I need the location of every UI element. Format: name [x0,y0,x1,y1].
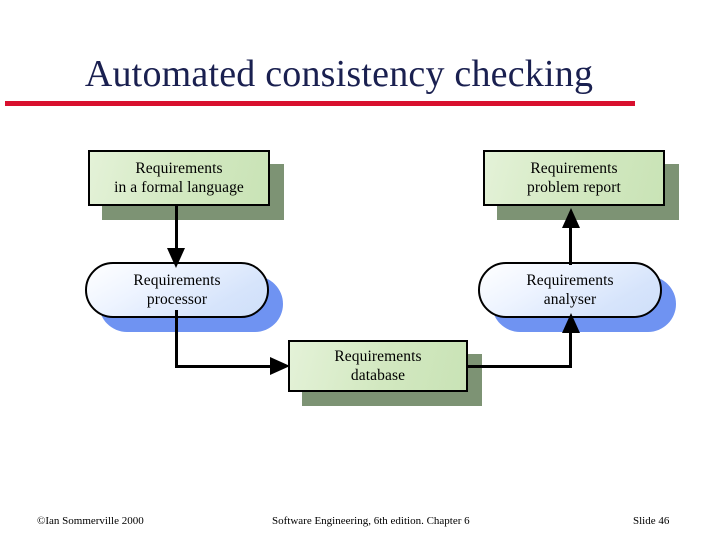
node-body: Requirements in a formal language [88,150,270,206]
connector-processor-to-database-horizontal [175,365,283,368]
connector-processor-to-database-arrowhead [270,357,290,375]
node-body: Requirements problem report [483,150,665,206]
footer-slide-number: Slide 46 [633,515,670,527]
node-body: Requirements database [288,340,468,392]
footer-copyright: ©Ian Sommerville 2000 [37,515,144,527]
node-requirements-database[interactable]: Requirements database [288,340,482,406]
connector-analyser-to-problem-report-line [569,225,572,265]
node-label: Requirements problem report [527,160,621,196]
node-label: Requirements analyser [526,272,614,308]
connector-formal-language-to-processor-line [175,206,178,254]
node-label: Requirements database [334,348,422,384]
connector-analyser-to-problem-report-arrowhead [562,208,580,228]
page-title: Automated consistency checking [84,53,594,95]
connector-formal-language-to-processor-arrowhead [167,248,185,268]
node-requirements-analyser[interactable]: Requirements analyser [478,262,676,332]
connector-database-to-analyser-arrowhead [562,313,580,333]
node-requirements-formal-language[interactable]: Requirements in a formal language [88,150,284,220]
connector-database-to-analyser-vertical [569,330,572,368]
footer-source: Software Engineering, 6th edition. Chapt… [272,515,470,527]
node-requirements-problem-report[interactable]: Requirements problem report [483,150,679,220]
connector-database-to-analyser-horizontal [468,365,572,368]
connector-processor-to-database-vertical [175,310,178,368]
title-underline-rule [5,101,635,106]
node-label: Requirements processor [133,272,221,308]
node-body: Requirements analyser [478,262,662,318]
node-label: Requirements in a formal language [114,160,244,196]
